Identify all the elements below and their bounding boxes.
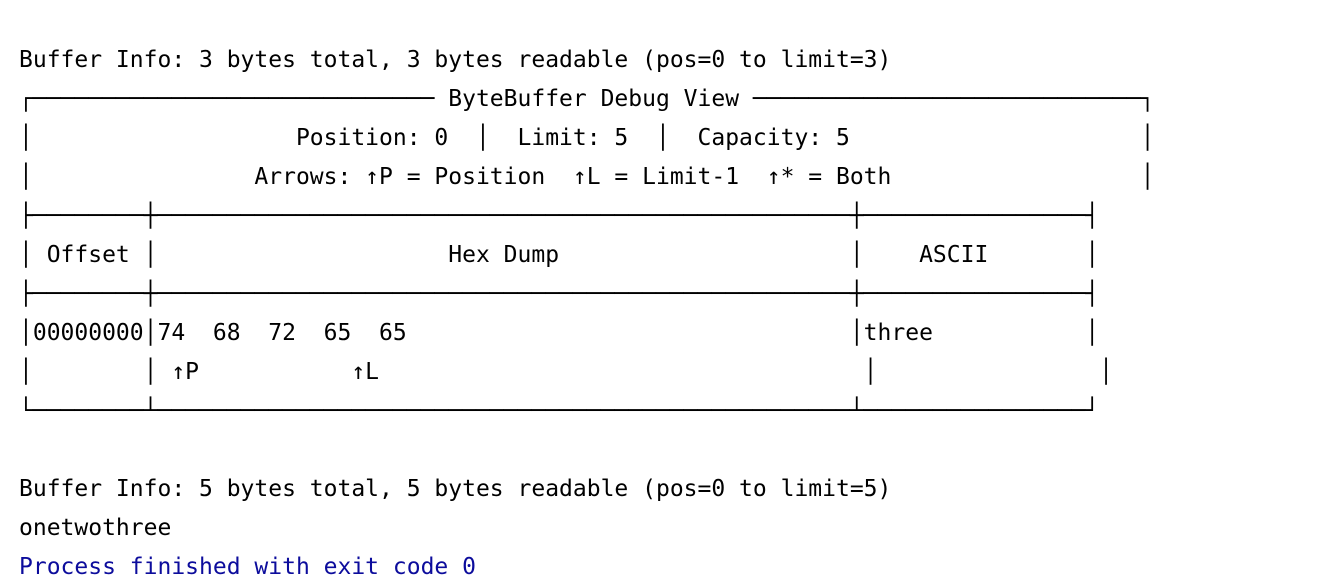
table-border-bottom: └────────┴──────────────────────────────… [19,398,1100,424]
table-arrow-marker-row: │ │ ↑P ↑L │ │ [19,359,1113,385]
debug-box-title-border: ┌───────────────────────────── ByteBuffe… [19,86,1155,112]
program-output-line: onetwothree [19,515,172,541]
buffer-info-line-1: Buffer Info: 3 bytes total, 3 bytes read… [19,47,892,73]
table-border-top: ├────────┼──────────────────────────────… [19,203,1100,229]
table-data-row: │00000000│74 68 72 65 65 │three │ [19,320,1100,346]
table-header-row: │ Offset │ Hex Dump │ ASCII │ [19,242,1100,268]
blank-line [19,431,1342,470]
debug-box-state-row: │ Position: 0 │ Limit: 5 │ Capacity: 5 │ [19,125,1155,151]
process-finished-line: Process finished with exit code 0 [19,554,476,577]
table-header-separator: ├────────┼──────────────────────────────… [19,281,1100,307]
buffer-info-line-2: Buffer Info: 5 bytes total, 5 bytes read… [19,476,892,502]
debug-box-arrows-legend: │ Arrows: ↑P = Position ↑L = Limit-1 ↑* … [19,164,1155,190]
